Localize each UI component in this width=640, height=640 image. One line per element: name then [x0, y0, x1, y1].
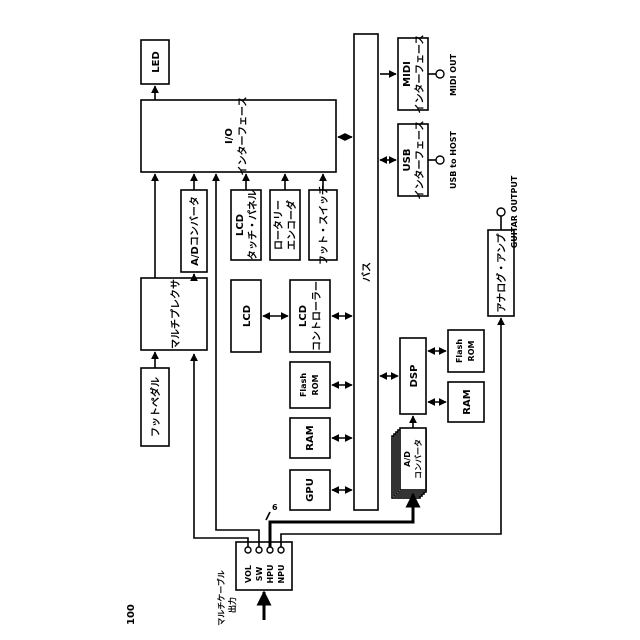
multiplexer-block: マルチプレクサ	[141, 278, 207, 350]
svg-text:LED: LED	[151, 51, 162, 73]
lcd-controller-block: LCD コントローラー	[290, 280, 330, 352]
midi-interface-block: MIDI インターフェース	[398, 35, 428, 114]
svg-text:フット・スイッチ: フット・スイッチ	[318, 185, 330, 265]
svg-text:I/O: I/O	[224, 128, 235, 144]
svg-text:RAM: RAM	[462, 389, 473, 414]
svg-text:RAM: RAM	[305, 425, 316, 450]
svg-text:インターフェース: インターフェース	[237, 97, 249, 176]
svg-text:USB: USB	[402, 149, 413, 172]
figure-number: 100	[126, 604, 137, 625]
svg-text:インターフェース: インターフェース	[414, 121, 426, 200]
svg-text:ROM: ROM	[467, 341, 476, 362]
svg-text:エンコーダ: エンコーダ	[285, 200, 298, 250]
rotary-encoder-block: ロータリー エンコーダ	[270, 190, 300, 260]
connector-ref: 6	[272, 503, 278, 512]
io-interface-block: I/O インターフェース	[141, 97, 336, 176]
svg-text:Flash: Flash	[299, 373, 308, 397]
multi-cable-caption-2: 出力	[227, 597, 237, 613]
svg-text:A/D: A/D	[403, 451, 412, 467]
svg-text:DSP: DSP	[409, 365, 420, 388]
svg-text:SW: SW	[255, 567, 264, 582]
svg-text:VOL: VOL	[244, 565, 253, 583]
svg-text:MIDI: MIDI	[402, 61, 413, 87]
bus-block: バス	[354, 34, 378, 510]
flash-rom-block-2: Flash ROM	[448, 330, 484, 372]
svg-text:バス: バス	[361, 262, 373, 282]
lcd-block: LCD	[231, 280, 261, 352]
svg-text:LCD: LCD	[242, 305, 253, 327]
usb-interface-block: USB インターフェース	[398, 121, 428, 200]
multi-cable-caption-1: マルチケーブル	[216, 570, 226, 626]
svg-text:A/Dコンバータ: A/Dコンバータ	[189, 196, 201, 266]
svg-text:LCD: LCD	[298, 305, 309, 327]
svg-text:コンバータ: コンバータ	[413, 439, 423, 479]
svg-text:タッチ・パネル: タッチ・パネル	[247, 190, 259, 260]
svg-text:Flash: Flash	[455, 339, 464, 363]
svg-text:アナログ・アンプ: アナログ・アンプ	[495, 232, 508, 312]
ad-converter-stack: A/D コンバータ	[392, 428, 426, 498]
multi-cable-connector: VOL SW HPU NPU	[236, 542, 292, 590]
svg-text:マルチプレクサ: マルチプレクサ	[169, 279, 182, 349]
lcd-touch-panel-block: LCD タッチ・パネル	[231, 190, 261, 260]
svg-text:ROM: ROM	[311, 375, 320, 396]
usb-to-host-label: USB to HOST	[449, 130, 458, 189]
svg-text:GPU: GPU	[305, 478, 316, 502]
svg-text:コントローラー: コントローラー	[311, 281, 323, 351]
svg-text:インターフェース: インターフェース	[414, 35, 426, 114]
guitar-output-label: GUITAR OUTPUT	[510, 175, 519, 248]
foot-switch-block: フット・スイッチ	[309, 185, 337, 265]
svg-text:NPU: NPU	[277, 564, 286, 583]
ad-converter-block: A/Dコンバータ	[181, 190, 207, 272]
svg-text:ロータリー: ロータリー	[273, 200, 285, 250]
svg-text:HPU: HPU	[266, 564, 275, 583]
ram-block-2: RAM	[448, 382, 484, 422]
midi-out-label: MIDI OUT	[449, 53, 458, 96]
gpu-block: GPU	[290, 470, 330, 510]
foot-pedal-block: フットペダル	[141, 368, 169, 446]
flash-rom-block-1: Flash ROM	[290, 362, 330, 408]
led-block: LED	[141, 40, 169, 84]
ram-block-1: RAM	[290, 418, 330, 458]
dsp-block: DSP	[400, 338, 426, 414]
svg-text:LCD: LCD	[235, 214, 246, 236]
svg-text:フットペダル: フットペダル	[149, 377, 162, 437]
